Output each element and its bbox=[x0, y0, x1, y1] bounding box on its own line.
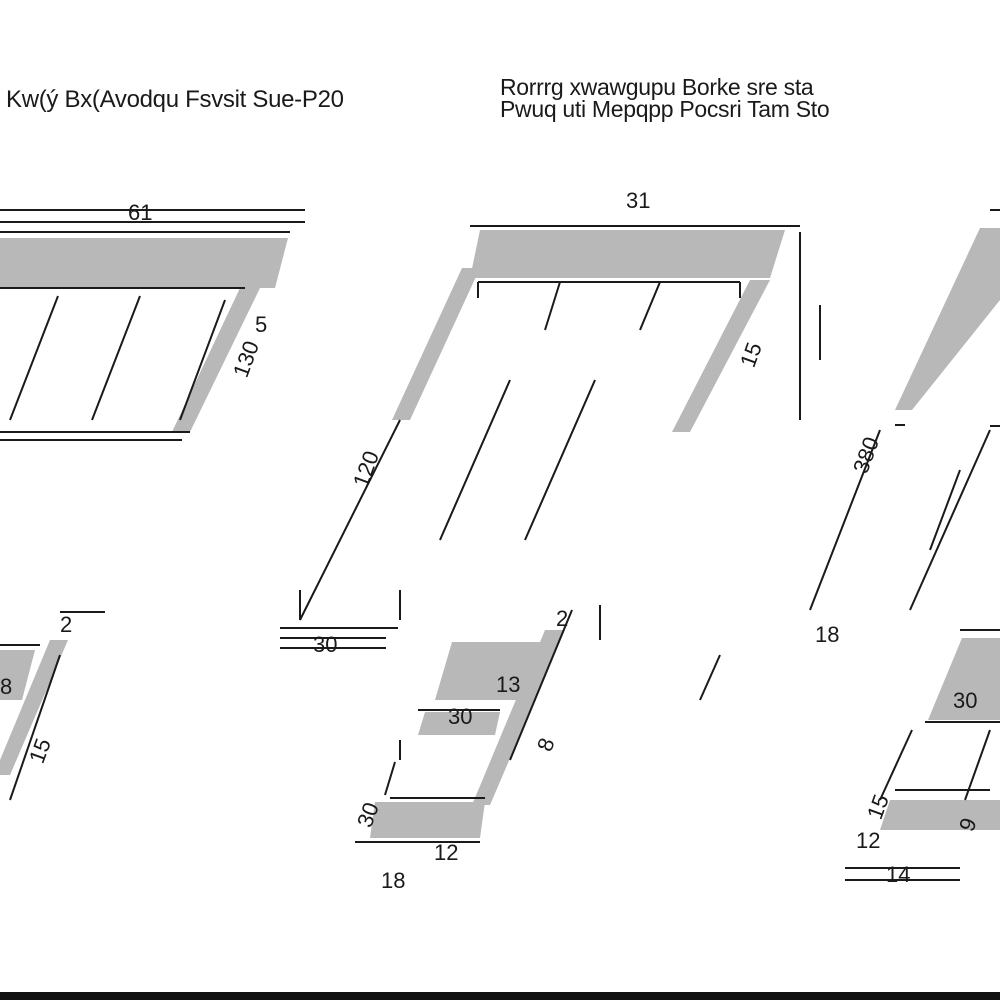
bottom-middle-step bbox=[355, 605, 721, 843]
top-right-tray bbox=[809, 209, 1000, 611]
dim-bot-left-top: 2 bbox=[60, 612, 73, 637]
dim-top-mid-base: 30 bbox=[313, 632, 338, 657]
dim-top-left-side-mark: 5 bbox=[255, 312, 268, 337]
dim-bot-mid-top: 2 bbox=[556, 606, 569, 631]
dim-bot-mid-step: 13 bbox=[496, 672, 521, 697]
drawing-title-right-line2: Pwuq uti Mepqpp Pocsri Tam Sto bbox=[500, 96, 830, 122]
dim-bot-mid-base-a: 18 bbox=[381, 868, 406, 893]
dim-mid-right-label: 18 bbox=[815, 622, 840, 647]
dim-bot-right-base-a: 12 bbox=[856, 828, 881, 853]
drawing-title-right: Rorrrg xwawgupu Borke sre sta Pwuq uti M… bbox=[500, 74, 830, 122]
bottom-left-step bbox=[0, 611, 105, 801]
top-middle-tray bbox=[280, 225, 821, 649]
dim-top-mid-width: 31 bbox=[626, 188, 651, 213]
top-left-tray bbox=[0, 209, 305, 441]
bottom-right-step bbox=[845, 629, 1000, 881]
bottom-border bbox=[0, 992, 1000, 1000]
drawing-title-left: Kw(ý Bx(Avodqu Fsvsit Sue-P20 bbox=[6, 86, 344, 113]
dim-bot-mid-inner: 30 bbox=[448, 704, 473, 729]
drawing-title-right-line1: Rorrrg xwawgupu Borke sre sta bbox=[500, 74, 814, 100]
dim-bot-right-base-b: 14 bbox=[886, 862, 911, 887]
dim-bot-left-inner: 8 bbox=[0, 674, 13, 699]
dim-bot-right-inner: 30 bbox=[953, 688, 978, 713]
dim-top-left-width: 61 bbox=[128, 200, 153, 225]
dim-bot-mid-base-b: 12 bbox=[434, 840, 459, 865]
